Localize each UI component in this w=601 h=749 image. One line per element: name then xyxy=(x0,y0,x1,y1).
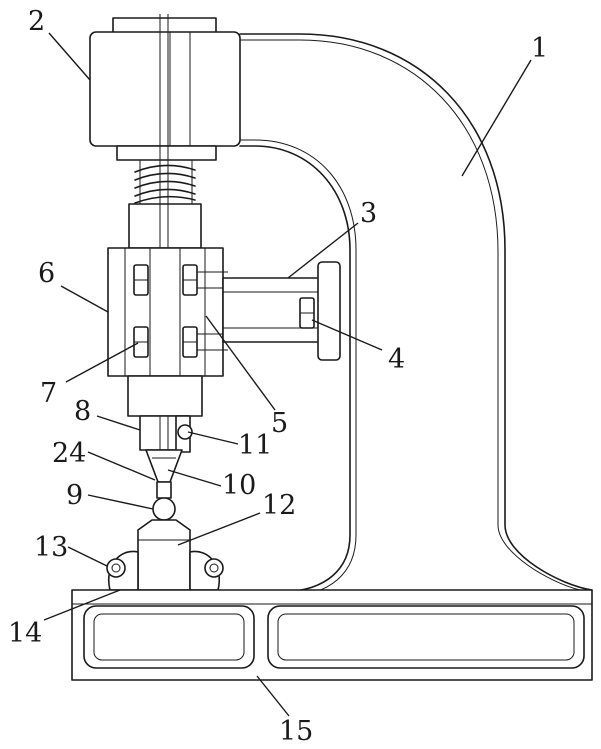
label-6: 6 xyxy=(38,258,55,289)
label-13: 13 xyxy=(34,532,68,563)
label-1: 1 xyxy=(531,33,548,64)
label-8: 8 xyxy=(74,396,91,427)
label-12: 12 xyxy=(262,490,296,521)
slider xyxy=(128,376,202,452)
spring xyxy=(135,160,195,205)
label-10: 10 xyxy=(222,470,256,501)
base xyxy=(72,590,592,680)
label-7: 7 xyxy=(40,378,57,409)
clamp-block xyxy=(108,248,228,376)
label-9: 9 xyxy=(66,480,83,511)
label-24: 24 xyxy=(52,438,86,469)
label-15: 15 xyxy=(279,716,313,747)
label-5: 5 xyxy=(271,408,288,439)
label-2: 2 xyxy=(28,6,45,37)
lower-die xyxy=(107,520,223,590)
label-14: 14 xyxy=(8,618,42,649)
label-3: 3 xyxy=(360,198,377,229)
label-11: 11 xyxy=(238,430,272,461)
head-block xyxy=(90,18,240,160)
punch-tip xyxy=(146,450,182,520)
connecting-arm xyxy=(223,262,340,360)
label-4: 4 xyxy=(388,344,405,375)
